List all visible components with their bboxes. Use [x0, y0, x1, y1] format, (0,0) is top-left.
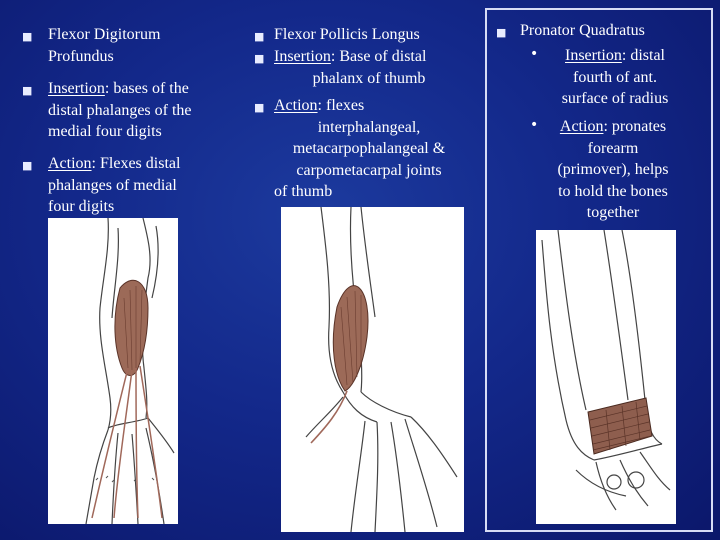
forearm-hand-drawing — [85, 218, 175, 524]
dot-bullet-icon: • — [530, 117, 539, 133]
pq-illustration — [536, 230, 676, 524]
action-text-pq: Action: pronates forearm (primover), hel… — [557, 118, 669, 221]
fpl-illustration — [281, 207, 464, 532]
action-text-fdp: Action: Flexes distal phalanges of media… — [48, 155, 181, 215]
dot-bullet-icon: • — [530, 46, 539, 62]
muscle-name-fdp: Flexor Digitorum Profundus — [48, 26, 161, 65]
insertion-text-pq: Insertion: distal fourth of ant. surface… — [561, 47, 669, 107]
muscle-name-fpl: Flexor Pollicis Longus — [274, 26, 420, 43]
muscle-name-pq: Pronator Quadratus — [520, 22, 645, 39]
forearm-bones-drawing — [541, 230, 671, 511]
square-bullet-icon: ■ — [22, 159, 33, 172]
square-bullet-icon: ■ — [254, 52, 265, 65]
square-bullet-icon: ■ — [254, 30, 265, 43]
forearm-hand-drawing — [305, 207, 458, 532]
fdp-illustration — [48, 218, 178, 524]
insertion-text-fdp: Insertion: bases of the distal phalanges… — [48, 80, 192, 140]
action-text-fpl: Action: flexes interphalangeal, metacarp… — [274, 97, 446, 200]
square-bullet-icon: ■ — [22, 30, 33, 43]
square-bullet-icon: ■ — [22, 84, 33, 97]
insertion-text-fpl: Insertion: Base of distal phalanx of thu… — [274, 48, 427, 87]
square-bullet-icon: ■ — [496, 26, 507, 39]
pronator-quadratus-frame — [485, 8, 713, 532]
square-bullet-icon: ■ — [254, 101, 265, 114]
